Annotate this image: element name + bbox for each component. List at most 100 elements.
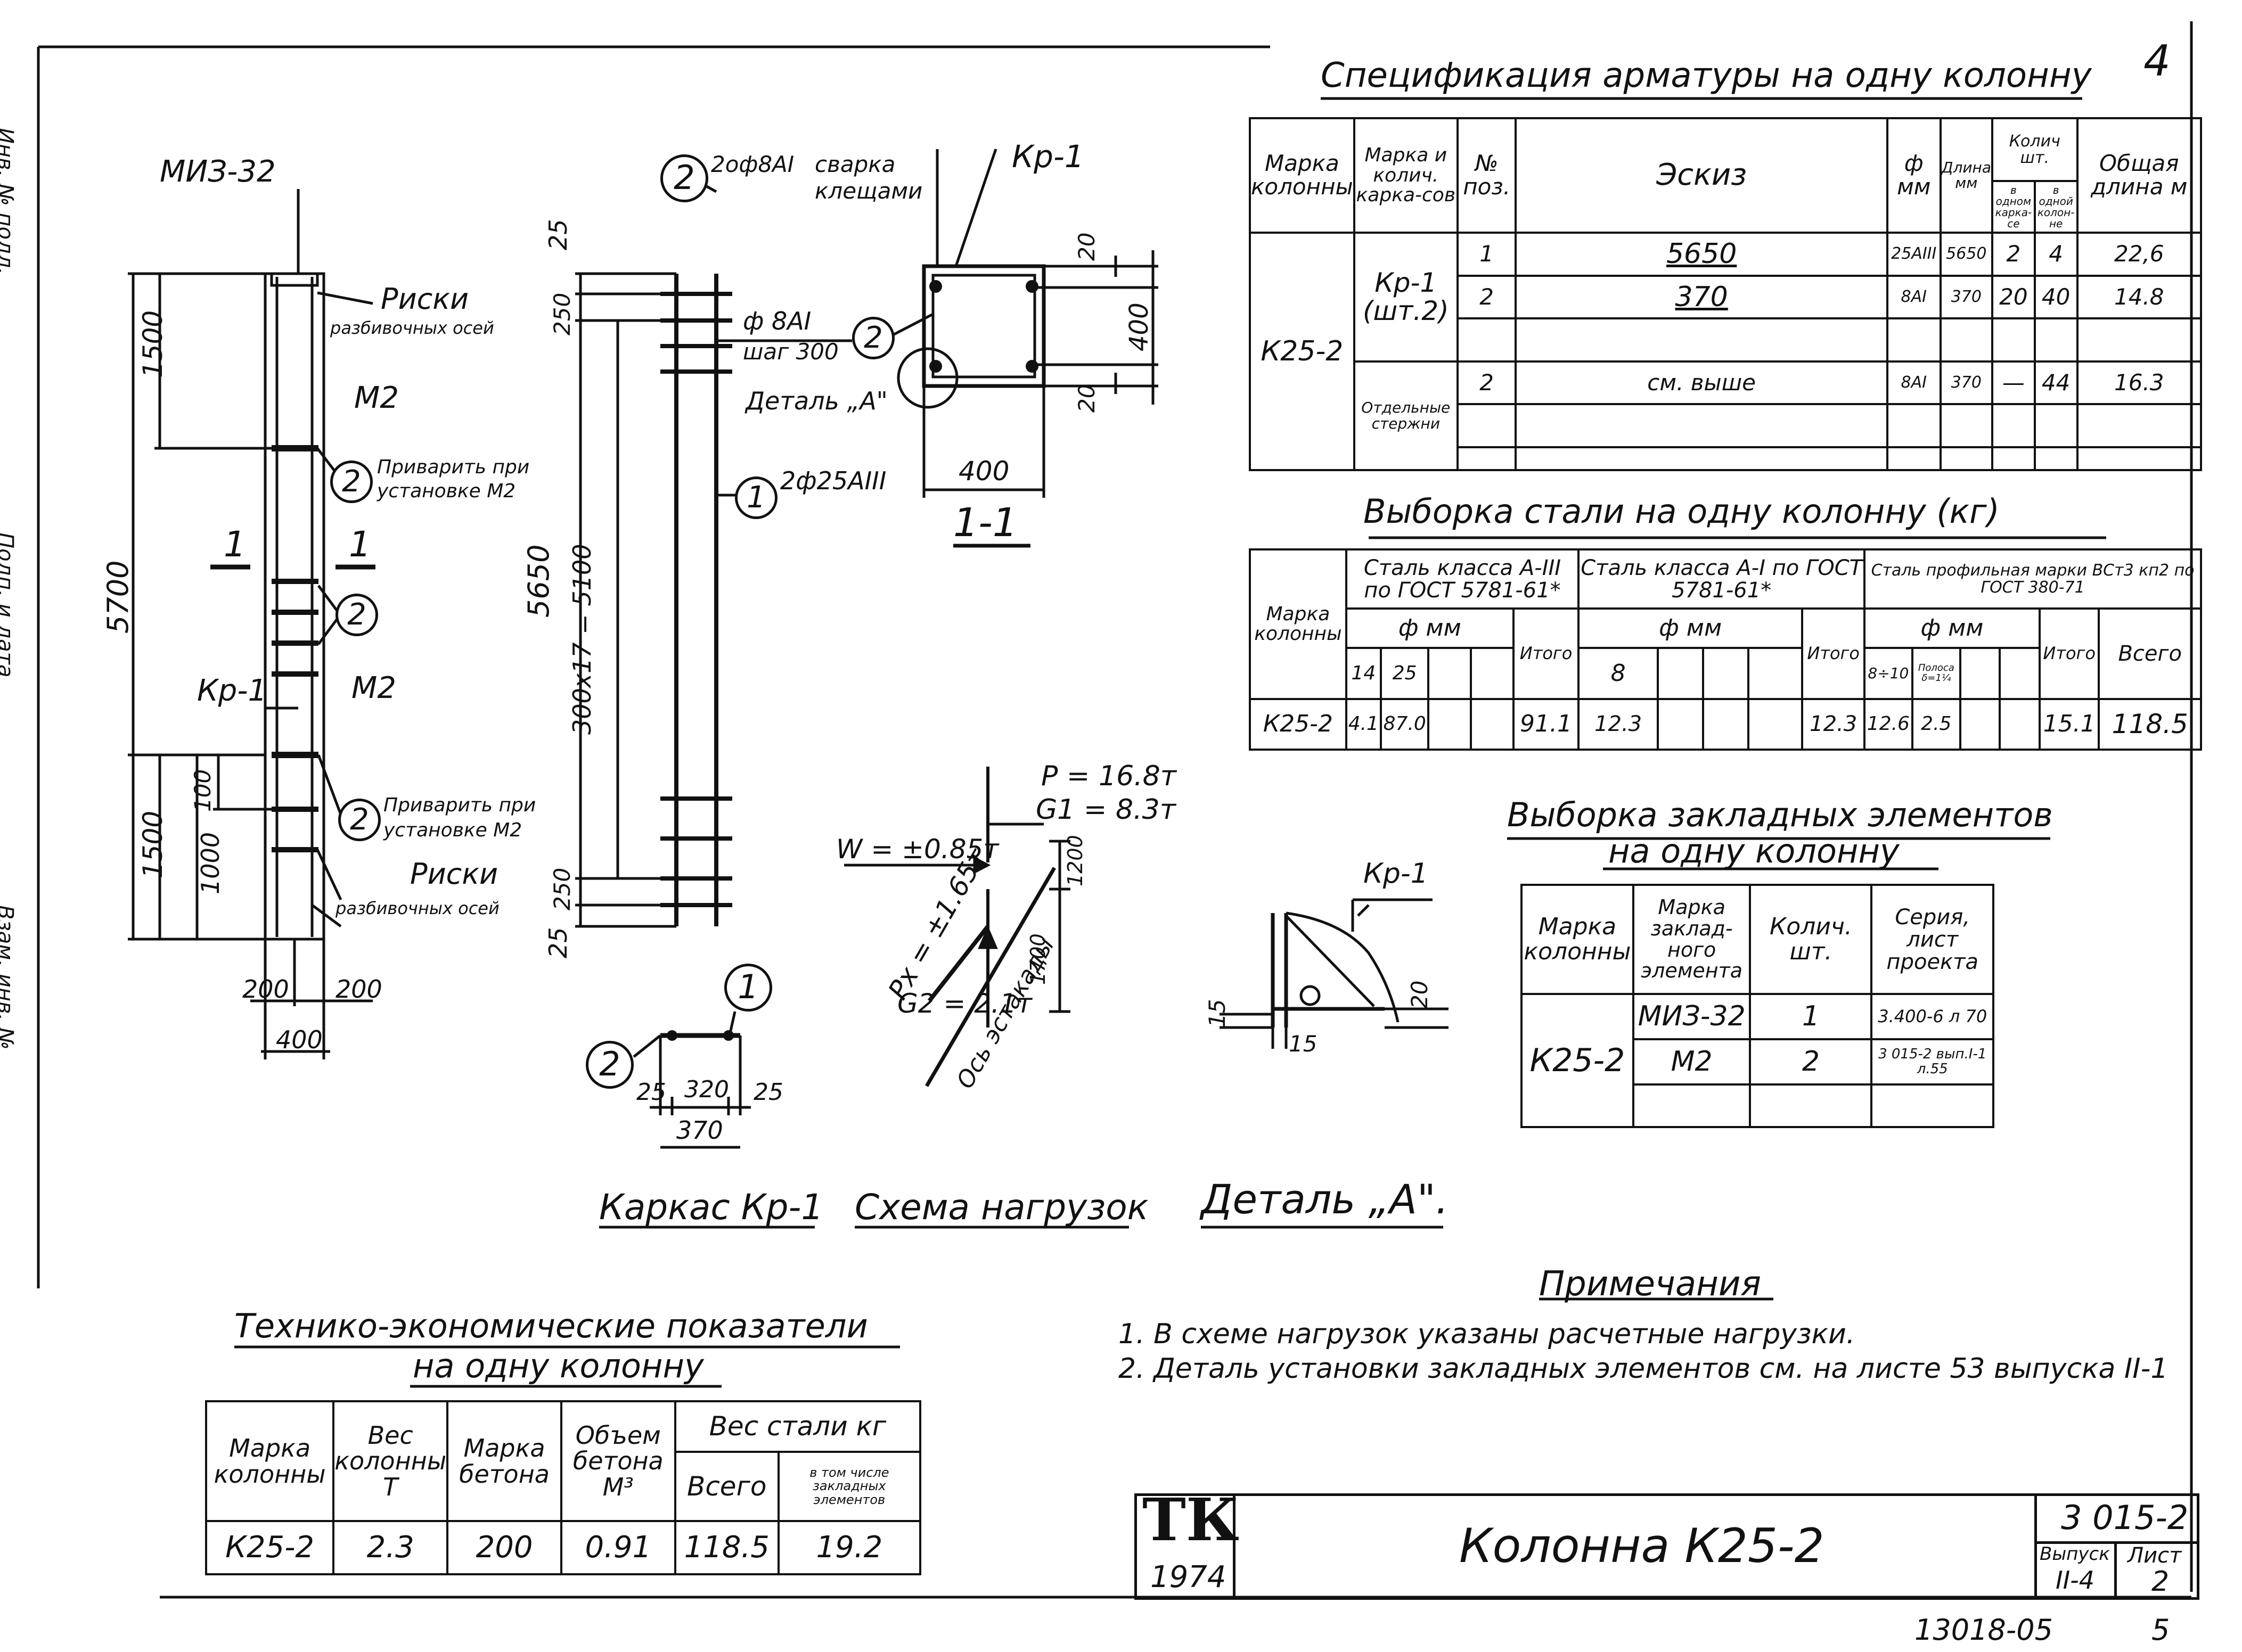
spec-table: Марка колонны Марка и колич. карка-сов №…: [1249, 117, 2203, 472]
bar-dim-25-right: 25: [754, 1079, 783, 1106]
title-block-series: 3 015-2: [2061, 1498, 2189, 1537]
cage-note-weld: сварка: [815, 151, 896, 177]
spec-dia: 8АI: [1886, 360, 1942, 406]
detail-dim-15-left: 15: [1204, 999, 1230, 1028]
steel-title: Выборка стали на одну колонну (кг): [1363, 492, 2000, 531]
cage-bar1-label: 2ф25АIII: [780, 466, 887, 495]
spec-h-qty-col: в одной колон-не: [2033, 180, 2079, 234]
steel-row-itogo3: 15.1: [2038, 697, 2100, 751]
embedded-title-2: на одну колонну: [1608, 832, 1900, 870]
spec-q2: 44: [2033, 360, 2079, 406]
bar-dim-370: 370: [676, 1116, 723, 1145]
col-dim-200-left: 200: [242, 975, 289, 1004]
side-label-sign: Подп. и дата: [0, 532, 18, 678]
side-label-inv: Инв. № подл.: [0, 128, 18, 275]
steel-itogo-1: Итого: [1512, 607, 1580, 700]
title-block-year: 1974: [1150, 1560, 1226, 1595]
col-m2-label: М2: [354, 381, 399, 415]
cage-dim-250-top: 250: [549, 292, 575, 335]
spec-loose: Отдельные стержни: [1353, 360, 1459, 472]
col-weld-label-2: установке М2: [377, 480, 516, 502]
spec-dia: 8АI: [1886, 274, 1942, 320]
cage-dim-5650: 5650: [522, 544, 555, 618]
title-block-logo-cell: [1134, 1493, 1235, 1600]
spec-sketch: 5650: [1515, 231, 1888, 277]
cage-callout-2-top: 2: [660, 154, 708, 202]
spec-h-total: Общая длина м: [2076, 117, 2203, 234]
steel-d-8: 8: [1577, 647, 1659, 700]
spec-q2: 40: [2033, 274, 2079, 320]
tech-row-all: 118.5: [674, 1520, 780, 1575]
spec-h-frame: Марка и колич. карка-сов: [1353, 117, 1459, 234]
bar-callout-2: 2: [586, 1041, 634, 1089]
cage-dim-250-bot: 250: [549, 867, 575, 910]
title-block-series-cell: [2034, 1493, 2199, 1544]
cage-dim-25-bot: 25: [544, 927, 572, 958]
section-detail-label: Деталь „А": [746, 387, 888, 415]
spec-h-pos: № поз.: [1456, 117, 1517, 234]
tech-h-vol: Объем бетона М³: [560, 1400, 676, 1522]
steel-table: Марка колонны Сталь класса А-III по ГОСТ…: [1249, 548, 2202, 751]
steel-g3: Сталь профильная марки ВСт3 кп2 по ГОСТ …: [1863, 548, 2202, 610]
steel-row-itogo2: 12.3: [1801, 697, 1866, 751]
spec-h-mark: Марка колонны: [1249, 117, 1355, 234]
steel-dia-1: ф мм: [1345, 607, 1515, 650]
col-weld-label-b2: установке М2: [383, 819, 522, 841]
steel-row-14: 4.1: [1345, 697, 1382, 751]
tech-h-incl: в том числе закладных элементов: [777, 1451, 922, 1522]
tech-row-weight: 2.3: [332, 1520, 449, 1575]
steel-row-itogo1: 91.1: [1512, 697, 1580, 751]
load-g1: G1 = 8.3т: [1036, 794, 1176, 826]
tech-h-weight: Вес колонны Т: [332, 1400, 449, 1522]
emb-qty: 1: [1749, 993, 1873, 1040]
notes-title: Примечания: [1539, 1264, 1761, 1304]
steel-h-mark: Марка колонны: [1249, 548, 1347, 700]
spec-col-mark: К25-2: [1249, 231, 1355, 472]
steel-row-8: 12.3: [1577, 697, 1659, 751]
steel-dia-2: ф мм: [1577, 607, 1804, 650]
cage-note-bars: 2оф8АI: [711, 151, 795, 177]
spec-q1: 20: [1991, 274, 2036, 320]
spec-frame: Кр-1 (шт.2): [1353, 231, 1459, 363]
steel-g1: Сталь класса А-III по ГОСТ 5781-61*: [1345, 548, 1580, 610]
steel-itogo-2: Итого: [1801, 607, 1866, 700]
spec-sketch: см. выше: [1515, 360, 1888, 406]
embedded-table: Марка колонны Марка заклад-ного элемента…: [1520, 884, 1994, 1128]
emb-h-series: Серия, лист проекта: [1870, 884, 1994, 995]
load-dim-1700: 1700: [1026, 933, 1050, 985]
col-dim-400: 400: [276, 1025, 323, 1054]
caption-cage: Каркас Кр-1: [599, 1187, 824, 1228]
steel-d-strip: Полоса δ=1¼: [1911, 647, 1962, 700]
spec-h-dia: ф мм: [1886, 117, 1942, 234]
spec-pos: 2: [1456, 360, 1517, 406]
cage-callout-1: 1: [735, 476, 778, 519]
cage-dim-25-top: 25: [544, 219, 572, 250]
col-dim-200-right: 200: [336, 975, 382, 1004]
steel-d-25: 25: [1379, 647, 1430, 700]
load-dim-1200: 1200: [1063, 835, 1087, 886]
emb-elem: М2: [1632, 1038, 1752, 1086]
steel-itogo-3: Итого: [2038, 607, 2100, 700]
spec-len: 370: [1939, 274, 1994, 320]
section-dim-20-top: 20: [1074, 232, 1100, 261]
title-block-logo: ТК: [1142, 1485, 1239, 1554]
title-block-title: Колонна К25-2: [1459, 1518, 1824, 1573]
spec-dia: 25АIII: [1886, 231, 1942, 277]
col-callout-2: 2: [336, 594, 378, 636]
emb-h-qty: Колич. шт.: [1749, 884, 1873, 995]
col-callout-2: 2: [330, 461, 373, 503]
col-miz-label: МИЗ-32: [160, 154, 276, 189]
spec-q2: 4: [2033, 231, 2079, 277]
steel-row-all: 118.5: [2098, 697, 2202, 751]
col-weld-label-b: Приварить при: [383, 794, 536, 816]
load-g2: G2 = 2.1т: [897, 988, 1032, 1019]
tech-row-vol: 0.91: [560, 1520, 676, 1575]
emb-h-elem: Марка заклад-ного элемента: [1632, 884, 1752, 995]
spec-h-len: Длина мм: [1939, 117, 1994, 234]
emb-series: 3 015-2 вып.I-1 л.55: [1870, 1038, 1994, 1086]
title-block-issue-label: Выпуск: [2040, 1543, 2110, 1565]
tech-title-2: на одну колонну: [413, 1346, 704, 1385]
section-kr1-label: Кр-1: [1012, 138, 1084, 175]
tech-h-steel: Вес стали кг: [674, 1400, 922, 1453]
